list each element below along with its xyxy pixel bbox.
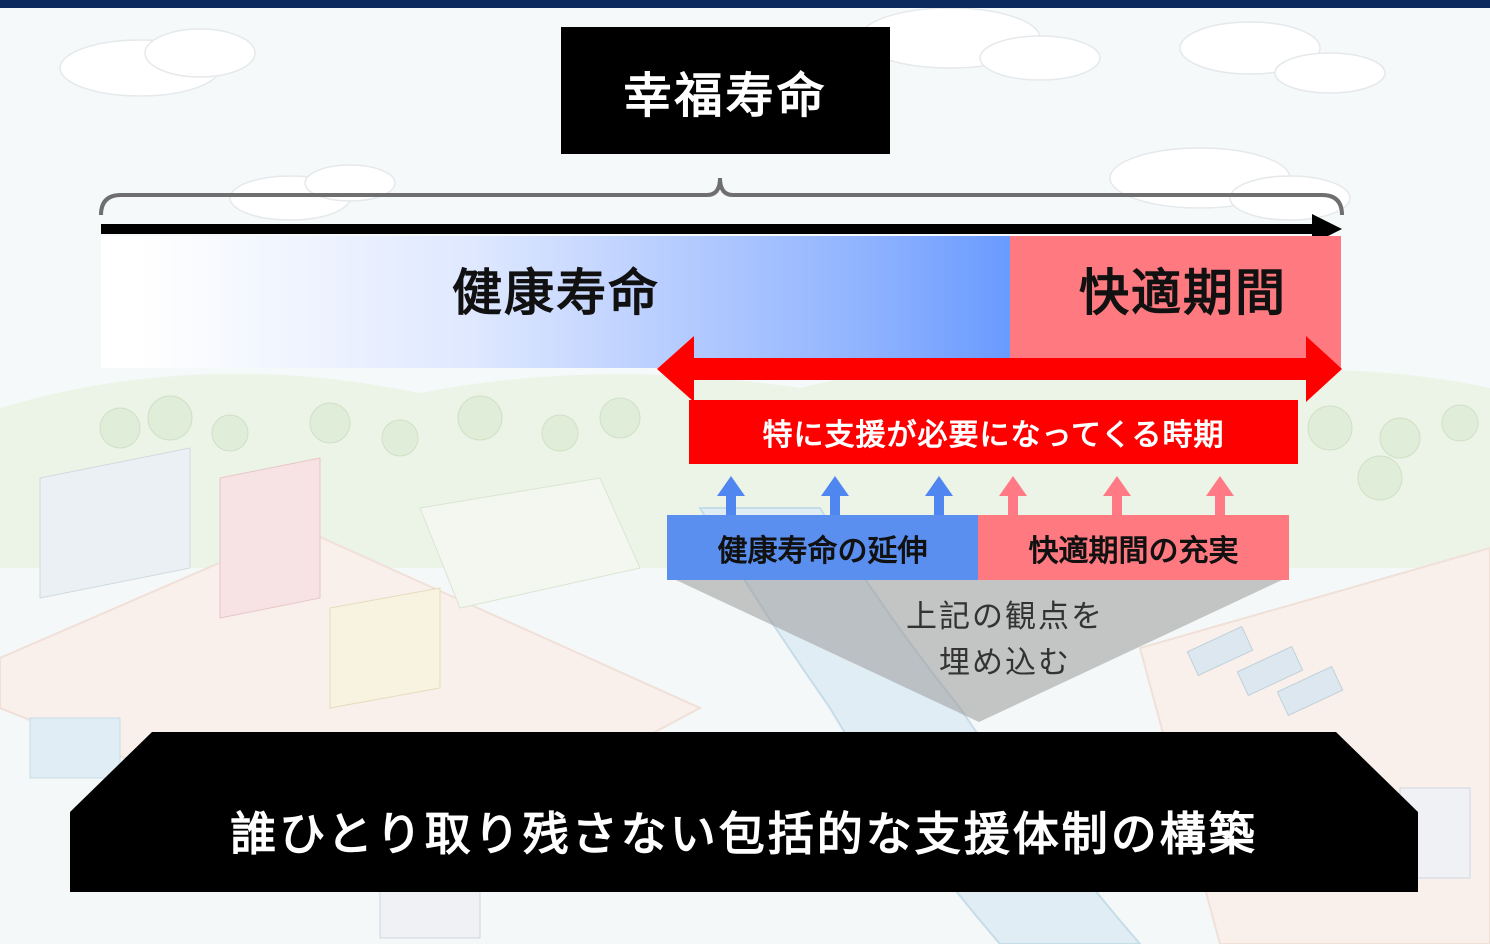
comfort-period-fulfillment-box: 快適期間の充実	[978, 515, 1289, 580]
clouds	[59, 8, 1386, 221]
happiness-lifespan-title: 幸福寿命	[561, 27, 890, 154]
embed-viewpoints-text: 上記の観点を 埋め込む	[880, 594, 1130, 686]
embed-down-triangle	[676, 580, 1282, 722]
up-arrow-pink-2	[1103, 476, 1131, 515]
inclusive-support-system-banner: 誰ひとり取り残さない包括的な支援体制の構築	[230, 807, 1258, 861]
bottom-banner-shape	[70, 732, 1418, 892]
embed-text-line1: 上記の観点を	[906, 599, 1104, 635]
top-bar	[0, 0, 1490, 8]
lifespan-band	[101, 236, 1341, 368]
fulfillment-up-arrows	[999, 476, 1234, 515]
extension-up-arrows	[717, 476, 953, 515]
overall-brace	[99, 177, 1344, 216]
up-arrow-blue-1	[717, 476, 745, 515]
healthy-lifespan-label: 健康寿命	[452, 264, 660, 322]
support-needed-period-box: 特に支援が必要になってくる時期	[689, 400, 1298, 464]
comfort-period-label: 快適期間	[1079, 264, 1287, 322]
up-arrow-blue-3	[925, 476, 953, 515]
up-arrow-pink-3	[1206, 476, 1234, 515]
healthy-lifespan-extension-box: 健康寿命の延伸	[667, 515, 978, 580]
support-period-double-arrow	[657, 336, 1342, 402]
embed-text-line2: 埋め込む	[939, 645, 1071, 681]
up-arrow-pink-1	[999, 476, 1027, 515]
up-arrow-blue-2	[821, 476, 849, 515]
